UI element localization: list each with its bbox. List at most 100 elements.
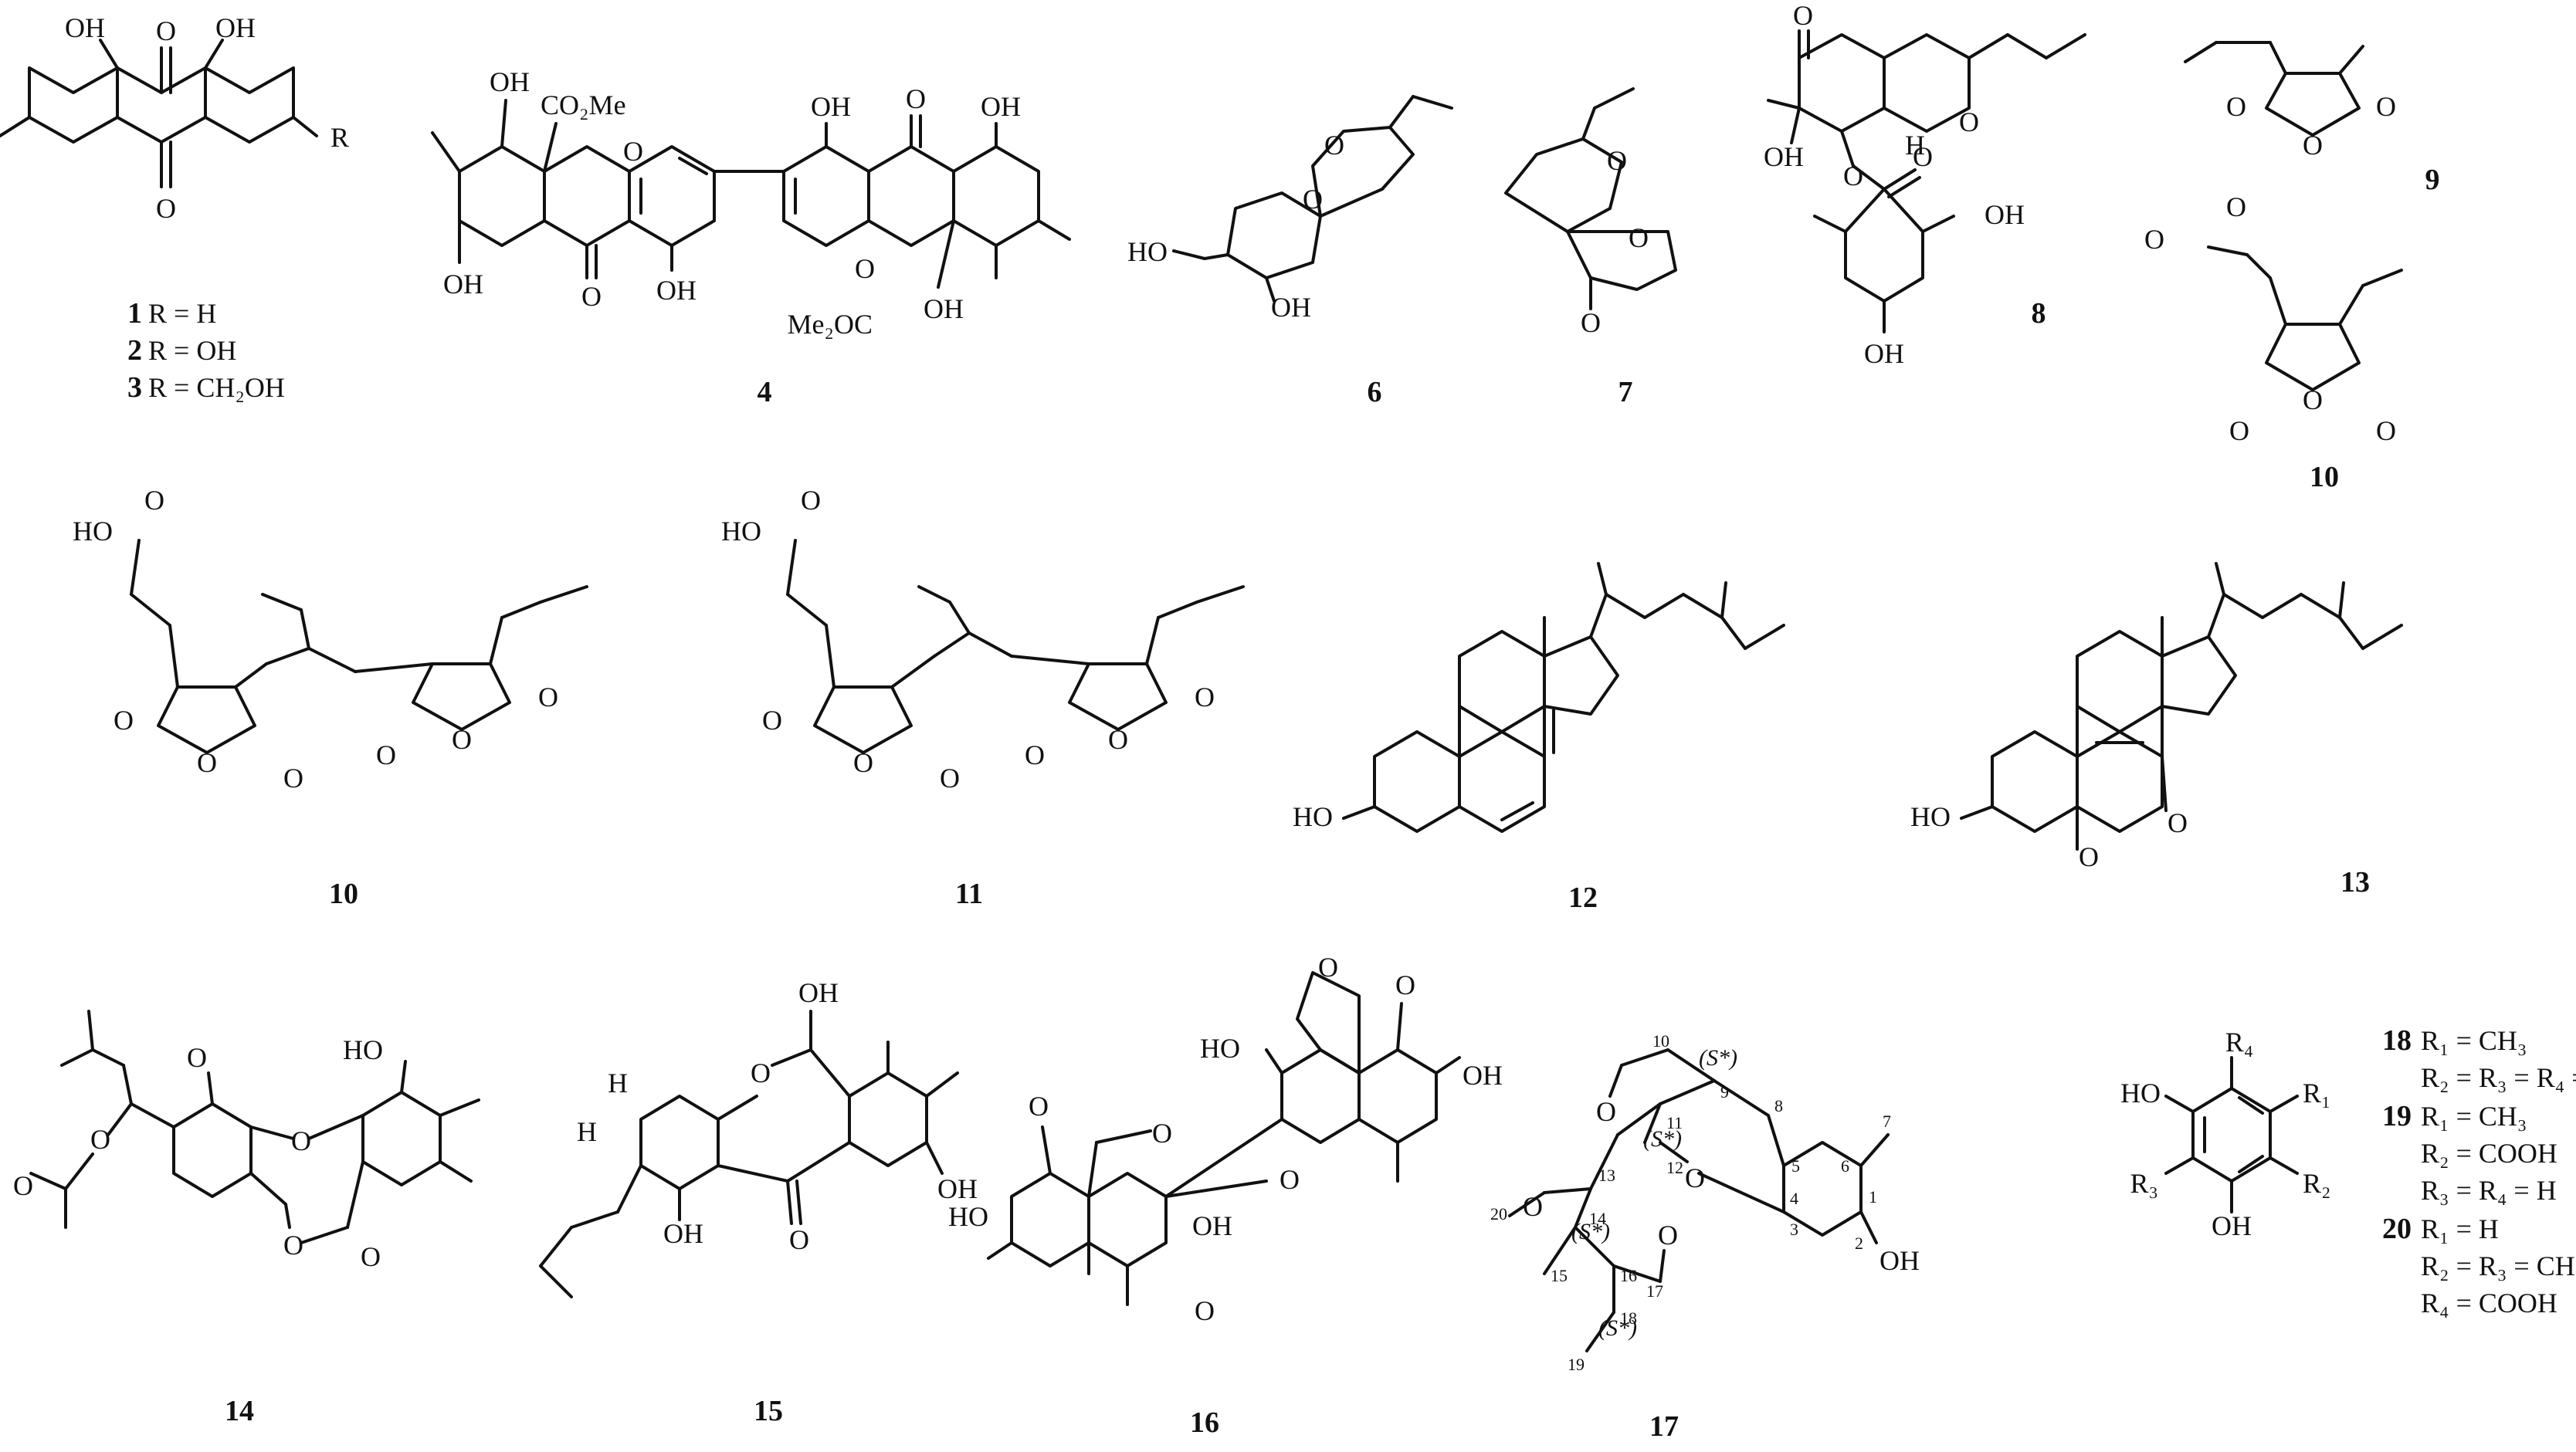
atom-o: O (853, 747, 873, 778)
atom-o: O (1025, 740, 1045, 770)
locant: 20 (1490, 1204, 1507, 1224)
compound-20-label: R₂ = R₃ = CH₃ (2421, 1251, 2576, 1281)
compound-19-label: R₃ = R₄ = H (2421, 1175, 2557, 1206)
atom-o: O (1629, 222, 1649, 253)
compound-2-label: R = OH (148, 335, 236, 366)
atom-ho: HO (1127, 236, 1168, 267)
compound-20-label: R₁ = H (2421, 1213, 2499, 1244)
structure-12: HO 12 (1293, 562, 1785, 914)
compound-number: 16 (1190, 1406, 1219, 1439)
stereo-descriptor: (S*) (1571, 1219, 1610, 1244)
atom-o: O (1658, 1220, 1678, 1251)
atom-ho: HO (2120, 1078, 2161, 1108)
atom-o: O (156, 15, 176, 46)
atom-o: O (1793, 0, 1813, 31)
atom-o: O (1607, 145, 1627, 176)
atom-o: O (1395, 970, 1415, 1000)
structure-10: HO O O O O O O O 10 (73, 485, 588, 910)
compound-number: 4 (758, 376, 772, 408)
atom-o: O (2168, 807, 2188, 838)
atom-o: O (623, 136, 643, 167)
atom-ho: HO (1200, 1033, 1240, 1064)
atom-o: O (114, 705, 134, 736)
atom-ho: HO (1910, 801, 1951, 832)
stereo-descriptor: (S*) (1643, 1126, 1682, 1152)
compound-number: 2 (127, 334, 142, 367)
atom-o: O (1581, 307, 1601, 338)
atom-o: O (2229, 415, 2249, 446)
compound-number: 17 (1649, 1410, 1679, 1443)
structure-14: O O O O O O HO 14 (13, 1010, 480, 1427)
atom-ho: HO (1293, 801, 1333, 832)
locant: 12 (1666, 1158, 1683, 1177)
compound-3-label: R = CH₂OH (148, 372, 285, 403)
compound-number: 7 (1618, 376, 1633, 408)
compound-number: 9 (2425, 164, 2440, 196)
atom-o: O (801, 485, 821, 516)
compound-number: 8 (2032, 297, 2046, 330)
locant: 10 (1652, 1031, 1669, 1051)
compound-18-label: R₁ = CH₃ (2421, 1025, 2527, 1056)
atom-o: O (762, 705, 782, 736)
atom-o: O (1152, 1118, 1172, 1149)
atom-r3: R₃ (2130, 1168, 2158, 1199)
compound-number: 20 (2382, 1213, 2412, 1245)
structure-5: HO OH O O 6 (1127, 95, 1453, 408)
atom-oh: OH (981, 91, 1021, 122)
compound-1-label: R = H (148, 298, 216, 329)
atom-me2oc: Me₂OC (787, 309, 873, 340)
locant: 2 (1855, 1234, 1863, 1253)
structure-7: O OH O O O H OH OH 8 (1764, 0, 2086, 369)
structure-18-20: R₄ R₁ R₂ R₃ HO OH 18 R₁ = CH₃ R₂ = R₃ = … (2120, 1024, 2576, 1318)
structure-15: O OH O OH OH H H 15 (539, 977, 978, 1427)
atom-o: O (1596, 1096, 1616, 1127)
atom-o: O (1685, 1163, 1705, 1193)
structure-6: O O O 7 (1504, 87, 1677, 408)
structure-11: HO O O O O O O O 11 (721, 485, 1245, 910)
compound-18-label: R₂ = R₃ = R₄ = H (2421, 1062, 2576, 1093)
atom-o: O (283, 763, 303, 794)
locant: 17 (1646, 1281, 1663, 1301)
atom-oh: OH (1985, 199, 2025, 230)
atom-o: O (855, 253, 875, 284)
atom-o: O (2303, 384, 2323, 415)
atom-h: H (608, 1068, 628, 1098)
locant: 5 (1791, 1156, 1800, 1176)
atom-o: O (187, 1042, 207, 1073)
compound-19-label: R₂ = COOH (2421, 1138, 2557, 1169)
atom-oh: OH (443, 269, 483, 300)
stereo-descriptor: (S*) (1598, 1315, 1637, 1341)
compound-number: 3 (127, 371, 142, 404)
atom-o: O (452, 724, 472, 755)
structure-17: O O O O OH (S*) (S*) (S*) (S*) 1 2 3 4 5… (1490, 1031, 1920, 1443)
atom-oh: OH (656, 275, 697, 306)
atom-o: O (283, 1230, 303, 1261)
atom-co2me: CO₂Me (541, 90, 626, 120)
structure-4: OH CO₂Me O OH O OH OH O OH O Me₂OC OH 4 (431, 66, 1071, 408)
atom-oh: OH (811, 91, 851, 122)
atom-o: O (2376, 91, 2396, 122)
compound-number: 12 (1568, 882, 1598, 914)
atom-o: O (90, 1124, 110, 1155)
atom-r2: R₂ (2303, 1168, 2331, 1199)
atom-o: O (1280, 1164, 1300, 1195)
atom-ho: HO (343, 1034, 383, 1065)
atom-oh: OH (924, 293, 964, 324)
compound-number: 1 (127, 297, 142, 330)
structure-9: O O O O O 10 (2144, 191, 2403, 493)
compound-number: 14 (225, 1395, 254, 1427)
atom-o: O (538, 682, 558, 712)
compound-number: 10 (329, 878, 358, 910)
atom-o: O (2144, 224, 2164, 255)
atom-o: O (2226, 91, 2246, 122)
atom-o: O (1195, 682, 1215, 712)
atom-oh: OH (1271, 292, 1311, 323)
structure-1-3: O O OH OH R 1 R = H 2 R = OH 3 R = CH₂OH (0, 12, 349, 404)
atom-ho: HO (948, 1201, 988, 1232)
atom-o: O (581, 281, 602, 312)
atom-o: O (1324, 130, 1344, 161)
locant: 9 (1720, 1082, 1729, 1102)
atom-oh: OH (798, 977, 839, 1008)
atom-o: O (1108, 724, 1128, 755)
